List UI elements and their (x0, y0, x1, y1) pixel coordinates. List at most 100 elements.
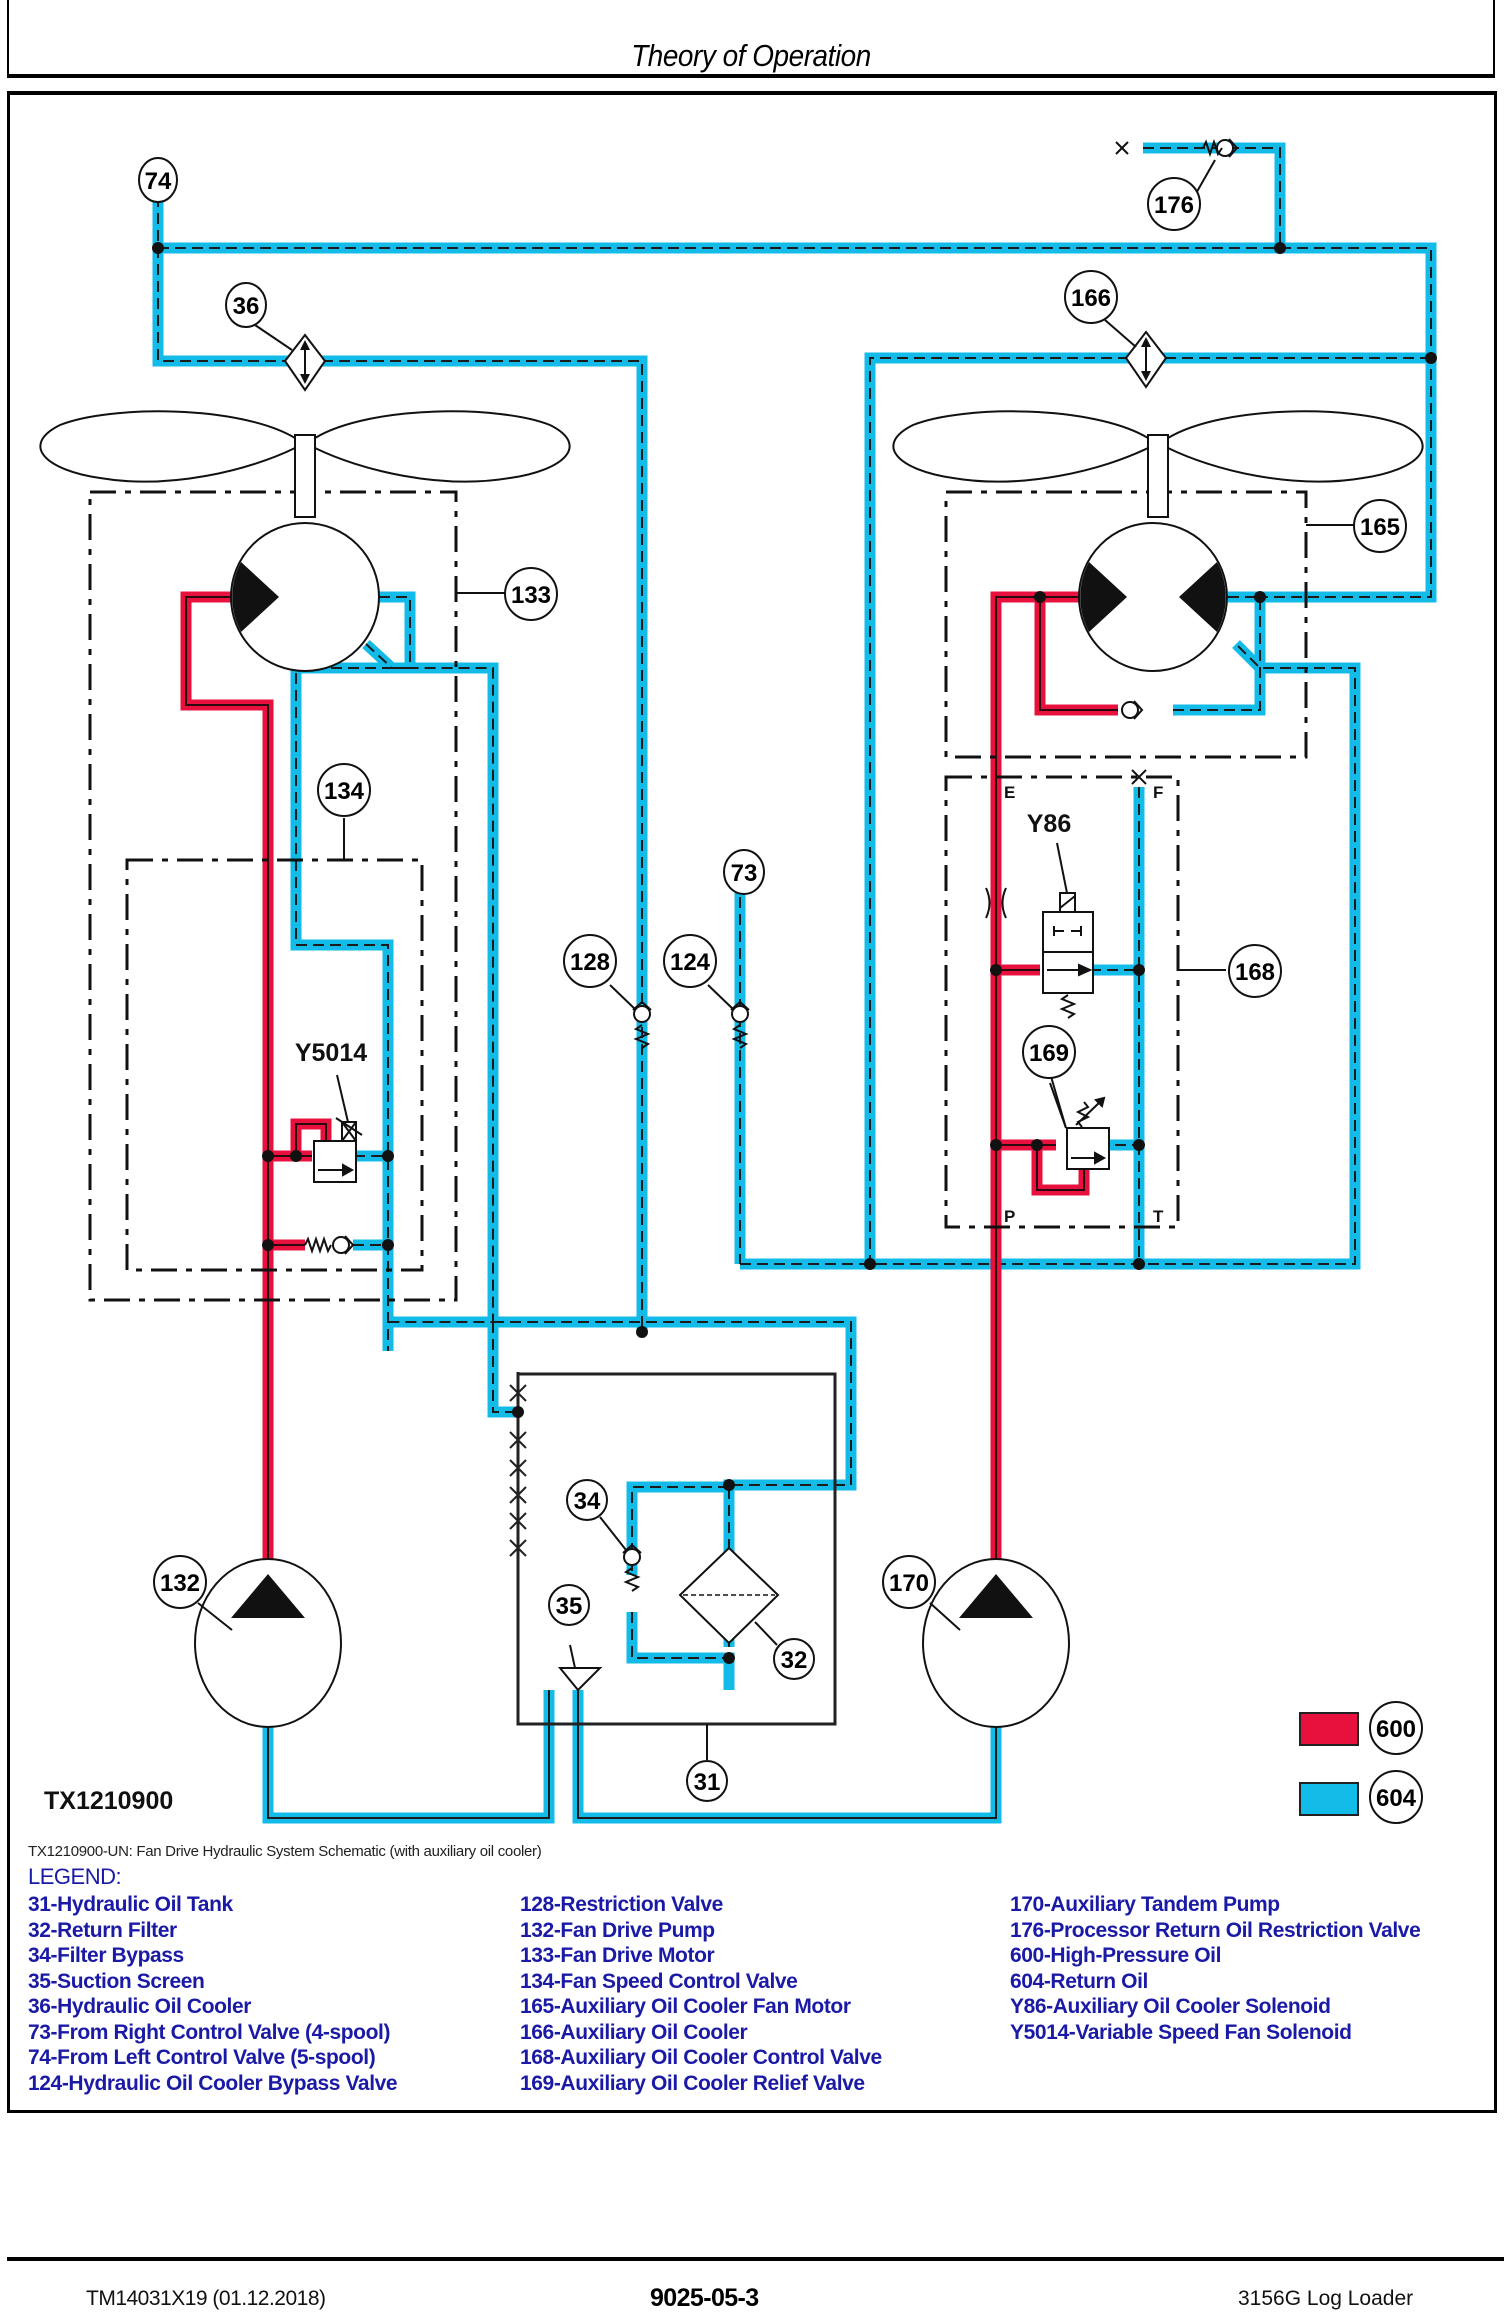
svg-text:132: 132 (160, 1570, 200, 1597)
legend-item: 132-Fan Drive Pump (520, 1918, 715, 1942)
svg-text:168: 168 (1235, 959, 1275, 986)
legend-item: Y86-Auxiliary Oil Cooler Solenoid (1010, 1995, 1331, 2018)
legend-item: 170-Auxiliary Tandem Pump (1010, 1893, 1280, 1916)
callout-133: 133 (504, 567, 558, 621)
callouts: 74 36 176 166 165 133 134 128 124 73 168… (138, 157, 1407, 1802)
legend-item: 166-Auxiliary Oil Cooler (520, 2020, 748, 2044)
svg-text:166: 166 (1071, 285, 1111, 312)
hydraulic-oil-cooler-icon (283, 333, 327, 392)
return-oil-lines (152, 142, 1437, 1824)
figure-id: TX1210900 (44, 1787, 174, 1815)
svg-text:31: 31 (694, 1769, 721, 1796)
legend-item: 128-Restriction Valve (520, 1893, 723, 1916)
legend-column-2: 128-Restriction Valve 132-Fan Drive Pump… (520, 1892, 882, 2096)
legend-item: 169-Auxiliary Oil Cooler Relief Valve (520, 2071, 865, 2095)
tag-y5014: Y5014 (295, 1039, 367, 1067)
callout-31: 31 (686, 1760, 728, 1802)
svg-text:170: 170 (889, 1570, 929, 1597)
suction-screen-icon (557, 1667, 603, 1692)
legend-item: 73-From Right Control Valve (4-spool) (28, 2020, 391, 2044)
tag-y86: Y86 (1027, 810, 1071, 838)
legend-column-1: 31-Hydraulic Oil Tank 32-Return Filter 3… (28, 1892, 398, 2096)
callout-36: 36 (225, 282, 267, 328)
color-key: 600 604 (1299, 1701, 1423, 1824)
callout-35: 35 (548, 1584, 590, 1626)
callout-168: 168 (1228, 944, 1282, 998)
legend-item: 32-Return Filter (28, 1918, 177, 1942)
svg-text:133: 133 (511, 582, 551, 609)
svg-text:165: 165 (1360, 514, 1400, 541)
callout-132: 132 (153, 1555, 207, 1609)
footer-machine: 3156G Log Loader (1238, 2287, 1414, 2310)
footer-doc-id: TM14031X19 (01.12.2018) (86, 2287, 326, 2310)
callout-176: 176 (1147, 177, 1201, 231)
legend-item: 36-Hydraulic Oil Cooler (28, 1995, 252, 2018)
port-e-label: E (1004, 783, 1015, 802)
legend-item: Y5014-Variable Speed Fan Solenoid (1010, 2020, 1352, 2044)
svg-text:134: 134 (324, 778, 365, 805)
figure-frame (7, 91, 1497, 2113)
legend-item: 134-Fan Speed Control Valve (520, 1969, 798, 1993)
aux-cooler-fan-motor-icon (1078, 522, 1228, 672)
callout-169: 169 (1022, 1025, 1076, 1079)
callout-32: 32 (773, 1638, 815, 1680)
svg-text:35: 35 (556, 1593, 583, 1620)
callout-73: 73 (723, 849, 765, 895)
orifice-icon (985, 887, 1007, 919)
aux-oil-cooler-icon (1124, 330, 1168, 389)
page-title: Theory of Operation (631, 38, 871, 73)
legend-item: 31-Hydraulic Oil Tank (28, 1893, 233, 1916)
port-p-label: P (1004, 1207, 1015, 1226)
component-tags: Y5014 Y86 E F P T (295, 783, 1164, 1226)
callout-170: 170 (882, 1555, 936, 1609)
aux-tandem-pump-icon (922, 1558, 1070, 1728)
svg-text:600: 600 (1376, 1716, 1416, 1743)
legend-column-3: 170-Auxiliary Tandem Pump 176-Processor … (1010, 1892, 1421, 2045)
svg-text:604: 604 (1376, 1785, 1417, 1812)
legend-item: 133-Fan Drive Motor (520, 1944, 715, 1967)
fan-drive-motor-icon (230, 522, 380, 672)
return-filter-icon (678, 1546, 780, 1645)
callout-128: 128 (563, 934, 617, 988)
tank-vent-marks-icon (509, 1384, 527, 1557)
fan-drive-pump-icon (194, 1558, 342, 1728)
svg-text:73: 73 (731, 860, 758, 887)
hydraulic-oil-tank (509, 1372, 837, 1726)
variable-speed-fan-solenoid-valve-icon (313, 1074, 363, 1183)
callout-34: 34 (566, 1479, 608, 1521)
svg-text:176: 176 (1154, 192, 1194, 219)
callout-600: 600 (1369, 1701, 1423, 1755)
callout-604: 604 (1369, 1770, 1423, 1824)
footer-page-number: 9025-05-3 (650, 2284, 759, 2312)
svg-text:124: 124 (670, 949, 711, 976)
legend-item: 168-Auxiliary Oil Cooler Control Valve (520, 2046, 882, 2069)
callout-165: 165 (1353, 499, 1407, 553)
legend-title: LEGEND: (28, 1864, 122, 1889)
callout-134: 134 (317, 763, 371, 817)
figure-caption: TX1210900-UN: Fan Drive Hydraulic System… (28, 1843, 542, 1860)
legend-item: 35-Suction Screen (28, 1969, 205, 1993)
swatch-high-pressure (1299, 1712, 1359, 1746)
legend-item: 74-From Left Control Valve (5-spool) (28, 2046, 376, 2069)
aux-cooler-control-valve-boundary (944, 775, 1180, 1229)
high-pressure-lines (180, 591, 1118, 1574)
aux-cooler-fan-motor-boundary (944, 490, 1308, 759)
swatch-return (1299, 1782, 1359, 1816)
fan-right-icon (892, 410, 1424, 518)
legend-item: 34-Filter Bypass (28, 1944, 184, 1967)
check-valve-icons (304, 138, 1239, 1592)
page-header: Theory of Operation (7, 0, 1495, 78)
port-t-label: T (1153, 1207, 1164, 1226)
footer-divider (7, 2257, 1504, 2261)
svg-text:74: 74 (145, 168, 172, 195)
svg-text:169: 169 (1029, 1040, 1069, 1067)
svg-text:34: 34 (574, 1488, 601, 1515)
fan-drive-motor-boundary (88, 490, 458, 1302)
svg-text:32: 32 (781, 1647, 808, 1674)
legend-item: 604-Return Oil (1010, 1969, 1148, 1993)
legend-item: 176-Processor Return Oil Restriction Val… (1010, 1918, 1421, 1942)
callout-166: 166 (1064, 270, 1118, 324)
junction-dots (152, 242, 1437, 1664)
callout-74: 74 (138, 157, 178, 203)
